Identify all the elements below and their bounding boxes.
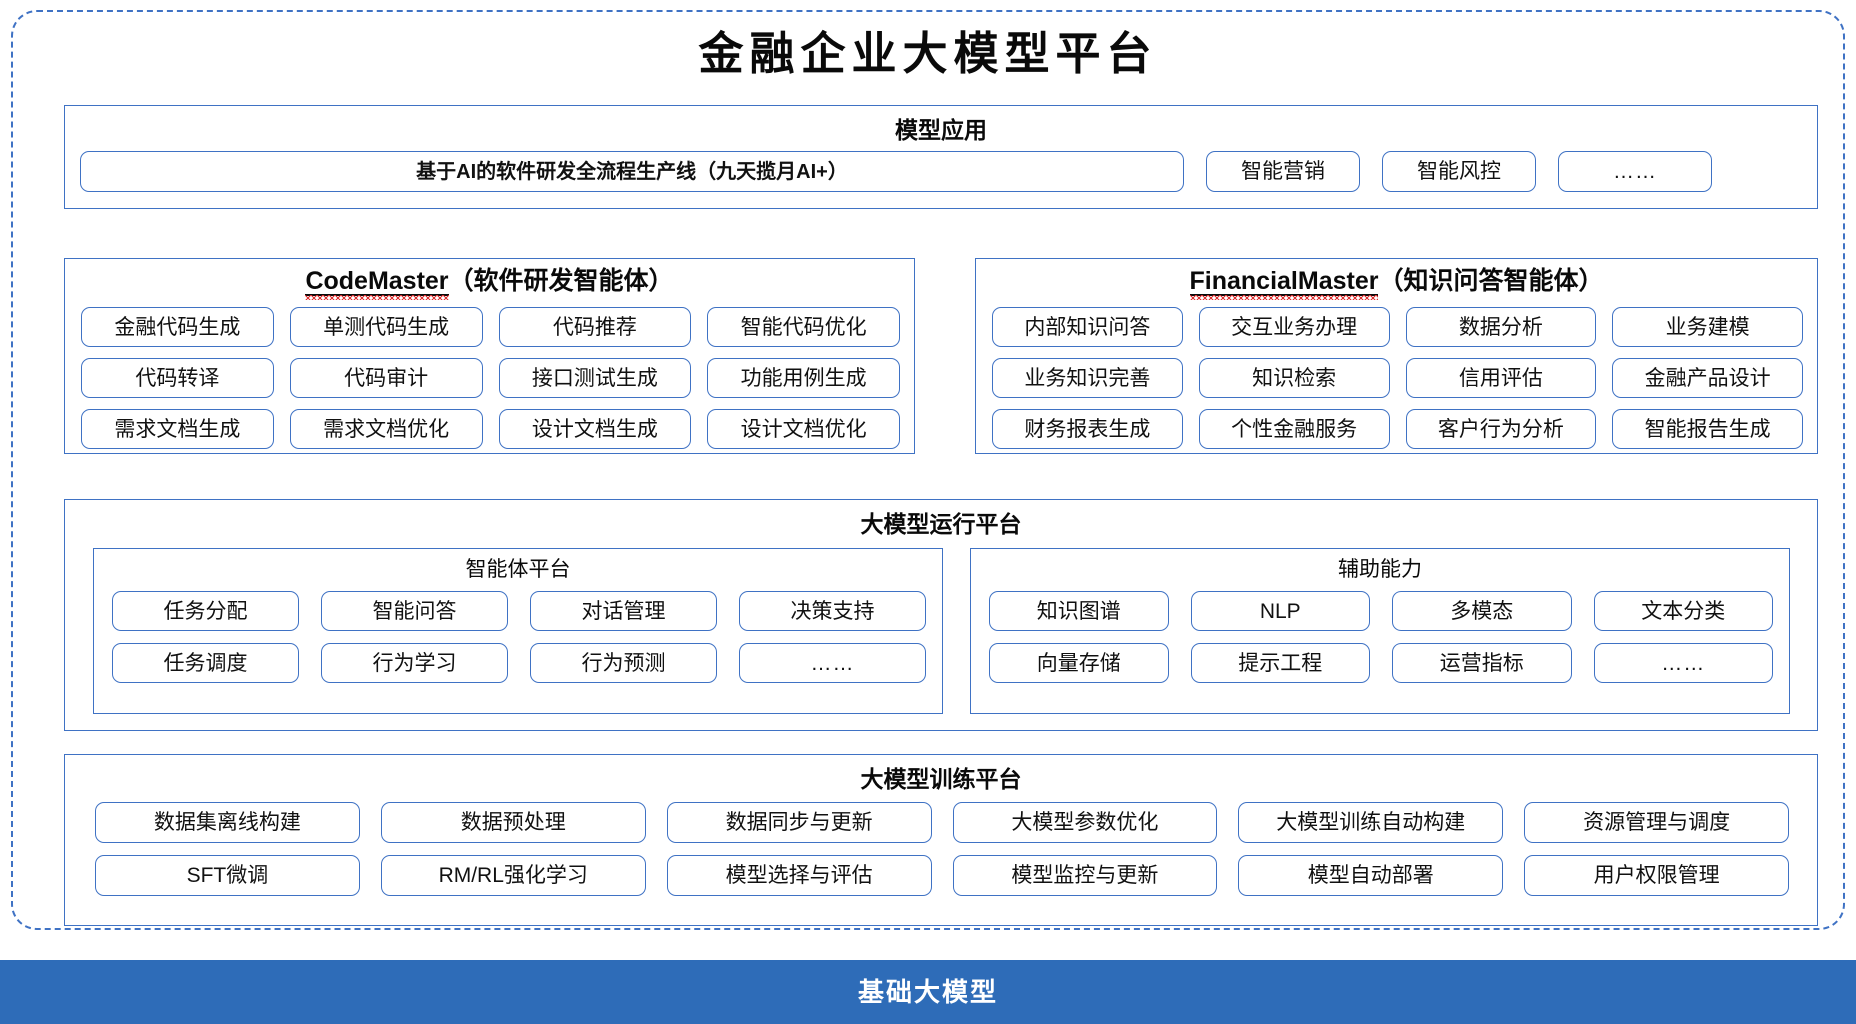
financialmaster-chip[interactable]: 客户行为分析	[1405, 409, 1597, 449]
codemaster-chip[interactable]: 金融代码生成	[81, 307, 274, 347]
training-chip[interactable]: 模型监控与更新	[952, 855, 1218, 896]
financialmaster-chip[interactable]: 财务报表生成	[992, 409, 1183, 449]
codemaster-chip[interactable]: 功能用例生成	[707, 358, 900, 398]
financialmaster-chip[interactable]: 内部知识问答	[992, 307, 1183, 347]
codemaster-capability-grid: 金融代码生成 单测代码生成 代码推荐 智能代码优化 代码转译 代码审计 接口测试…	[81, 307, 900, 449]
codemaster-chip[interactable]: 接口测试生成	[498, 358, 692, 398]
auxiliary-ability-subpanel: 辅助能力 知识图谱 NLP 多模态 文本分类 向量存储 提示工程 运营指标 ……	[970, 548, 1790, 714]
codemaster-chip[interactable]: 需求文档生成	[81, 409, 274, 449]
runtime-platform-panel: 大模型运行平台 智能体平台 任务分配 智能问答 对话管理 决策支持 任务调度 行…	[64, 499, 1818, 731]
training-chip[interactable]: RM/RL强化学习	[380, 855, 646, 896]
training-chip[interactable]: 数据集离线构建	[95, 802, 360, 843]
application-chip-more[interactable]: ……	[1558, 151, 1712, 192]
financialmaster-chip[interactable]: 金融产品设计	[1612, 358, 1803, 398]
agent-platform-chip[interactable]: 行为预测	[530, 643, 717, 683]
diagram-outer-frame: 金融企业大模型平台 模型应用 基于AI的软件研发全流程生产线（九天揽月AI+） …	[11, 10, 1845, 930]
agent-platform-chip[interactable]: 任务分配	[112, 591, 299, 631]
training-chip[interactable]: 资源管理与调度	[1524, 802, 1789, 843]
training-chip[interactable]: 数据预处理	[380, 802, 646, 843]
auxiliary-ability-chip[interactable]: 提示工程	[1190, 643, 1370, 683]
model-application-title: 模型应用	[895, 117, 987, 143]
auxiliary-ability-title: 辅助能力	[1338, 558, 1422, 581]
financialmaster-chip[interactable]: 智能报告生成	[1612, 409, 1803, 449]
codemaster-chip[interactable]: 单测代码生成	[289, 307, 483, 347]
training-chip[interactable]: 模型选择与评估	[666, 855, 932, 896]
foundation-model-bar: 基础大模型	[0, 960, 1856, 1024]
application-chip-marketing[interactable]: 智能营销	[1206, 151, 1360, 192]
agent-platform-grid: 任务分配 智能问答 对话管理 决策支持 任务调度 行为学习 行为预测 ……	[112, 591, 926, 683]
codemaster-chip[interactable]: 需求文档优化	[289, 409, 483, 449]
agent-platform-chip[interactable]: 行为学习	[321, 643, 508, 683]
codemaster-chip[interactable]: 设计文档生成	[498, 409, 692, 449]
training-platform-panel: 大模型训练平台 数据集离线构建 数据预处理 数据同步与更新 大模型参数优化 大模…	[64, 754, 1818, 926]
financialmaster-chip[interactable]: 信用评估	[1405, 358, 1597, 398]
financialmaster-chip[interactable]: 数据分析	[1405, 307, 1597, 347]
training-platform-grid: 数据集离线构建 数据预处理 数据同步与更新 大模型参数优化 大模型训练自动构建 …	[95, 802, 1789, 896]
financialmaster-suffix: （知识问答智能体）	[1378, 267, 1604, 295]
financialmaster-chip[interactable]: 交互业务办理	[1198, 307, 1390, 347]
auxiliary-ability-grid: 知识图谱 NLP 多模态 文本分类 向量存储 提示工程 运营指标 ……	[989, 591, 1773, 683]
auxiliary-ability-chip-more[interactable]: ……	[1593, 643, 1773, 683]
financialmaster-chip[interactable]: 业务知识完善	[992, 358, 1183, 398]
auxiliary-ability-chip[interactable]: 向量存储	[989, 643, 1169, 683]
financialmaster-title: FinancialMaster（知识问答智能体）	[976, 267, 1817, 300]
auxiliary-ability-chip[interactable]: 多模态	[1392, 591, 1572, 631]
foundation-model-label: 基础大模型	[857, 977, 998, 1007]
runtime-platform-title: 大模型运行平台	[860, 511, 1022, 537]
training-chip[interactable]: 大模型参数优化	[952, 802, 1218, 843]
model-application-panel: 模型应用 基于AI的软件研发全流程生产线（九天揽月AI+） 智能营销 智能风控 …	[64, 105, 1818, 209]
agent-platform-chip[interactable]: 任务调度	[112, 643, 299, 683]
agent-platform-chip[interactable]: 决策支持	[739, 591, 926, 631]
auxiliary-ability-chip[interactable]: 文本分类	[1593, 591, 1773, 631]
financialmaster-panel: FinancialMaster（知识问答智能体） 内部知识问答 交互业务办理 数…	[975, 258, 1818, 454]
codemaster-chip[interactable]: 智能代码优化	[707, 307, 900, 347]
financialmaster-name: FinancialMaster	[1189, 267, 1379, 300]
agent-platform-chip[interactable]: 智能问答	[321, 591, 508, 631]
training-platform-title: 大模型训练平台	[860, 766, 1022, 792]
application-chip-production-line[interactable]: 基于AI的软件研发全流程生产线（九天揽月AI+）	[80, 151, 1184, 192]
financialmaster-chip[interactable]: 个性金融服务	[1198, 409, 1390, 449]
page-title: 金融企业大模型平台	[698, 27, 1158, 80]
codemaster-chip[interactable]: 代码审计	[289, 358, 483, 398]
training-chip[interactable]: 大模型训练自动构建	[1238, 802, 1504, 843]
agent-platform-chip[interactable]: 对话管理	[530, 591, 717, 631]
training-chip[interactable]: 数据同步与更新	[666, 802, 932, 843]
codemaster-chip[interactable]: 设计文档优化	[707, 409, 900, 449]
codemaster-chip[interactable]: 代码推荐	[498, 307, 692, 347]
financialmaster-chip[interactable]: 业务建模	[1612, 307, 1803, 347]
auxiliary-ability-chip[interactable]: NLP	[1190, 591, 1370, 631]
auxiliary-ability-chip[interactable]: 运营指标	[1392, 643, 1572, 683]
codemaster-title: CodeMaster（软件研发智能体）	[65, 267, 914, 300]
codemaster-suffix: （软件研发智能体）	[448, 267, 674, 295]
training-chip[interactable]: SFT微调	[95, 855, 360, 896]
training-chip[interactable]: 用户权限管理	[1524, 855, 1789, 896]
codemaster-panel: CodeMaster（软件研发智能体） 金融代码生成 单测代码生成 代码推荐 智…	[64, 258, 915, 454]
model-application-items: 基于AI的软件研发全流程生产线（九天揽月AI+） 智能营销 智能风控 ……	[80, 151, 1804, 192]
application-chip-risk-control[interactable]: 智能风控	[1382, 151, 1536, 192]
financialmaster-chip[interactable]: 知识检索	[1198, 358, 1390, 398]
agent-platform-title: 智能体平台	[465, 558, 571, 581]
codemaster-chip[interactable]: 代码转译	[81, 358, 274, 398]
agent-platform-subpanel: 智能体平台 任务分配 智能问答 对话管理 决策支持 任务调度 行为学习 行为预测…	[93, 548, 943, 714]
training-chip[interactable]: 模型自动部署	[1238, 855, 1504, 896]
auxiliary-ability-chip[interactable]: 知识图谱	[989, 591, 1169, 631]
financialmaster-capability-grid: 内部知识问答 交互业务办理 数据分析 业务建模 业务知识完善 知识检索 信用评估…	[992, 307, 1803, 449]
codemaster-name: CodeMaster	[305, 267, 449, 300]
agent-platform-chip-more[interactable]: ……	[739, 643, 926, 683]
